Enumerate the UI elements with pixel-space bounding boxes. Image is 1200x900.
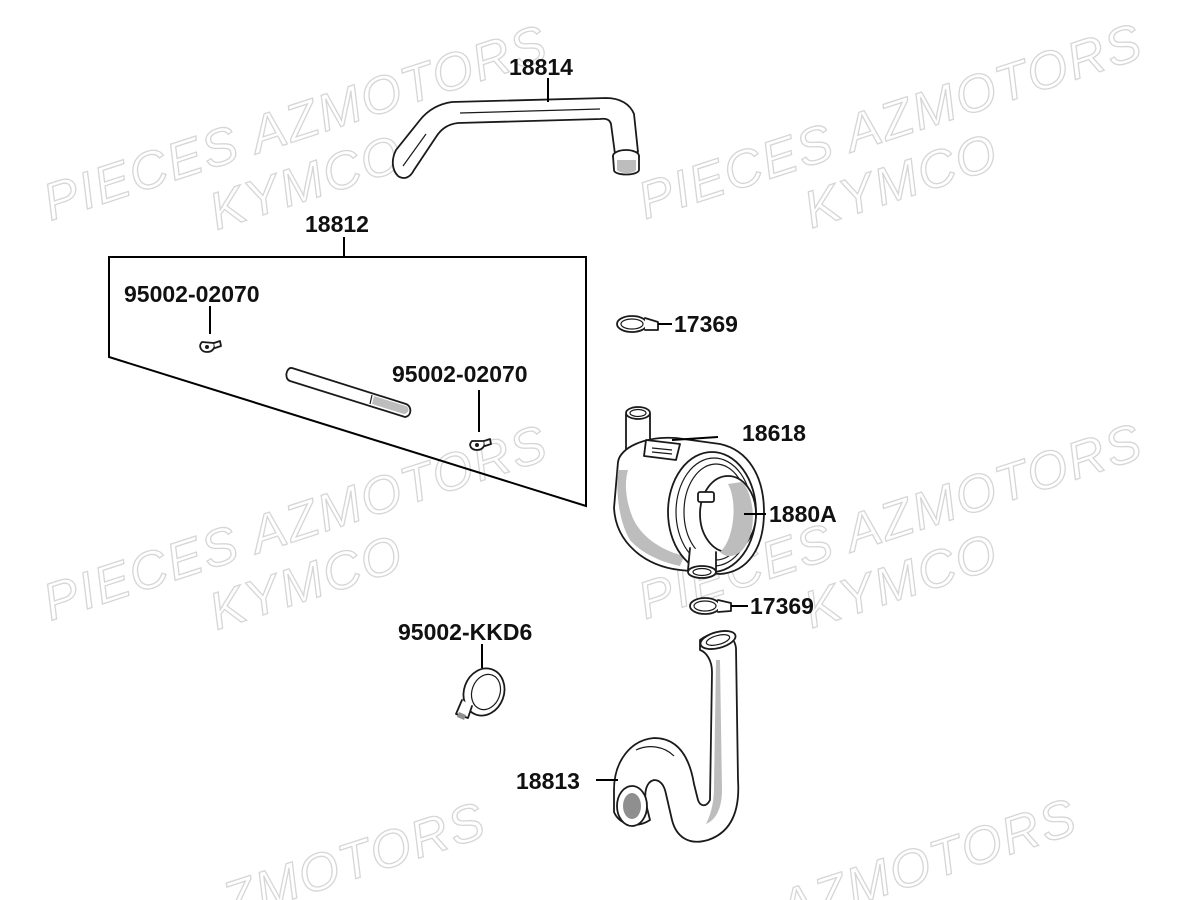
watermark-text: AZMOTORS: [769, 788, 1084, 900]
tube-in-kit: [285, 367, 412, 418]
kit-18812-frame: [108, 237, 587, 508]
part-label-95002-KKD6: 95002-KKD6: [398, 619, 532, 645]
clip-95002-02070-left: [199, 340, 222, 353]
part-label-95002-02070: 95002-02070: [124, 281, 260, 307]
leader-line: [671, 436, 719, 441]
part-label-18814: 18814: [509, 54, 573, 80]
hose-18813: [613, 630, 740, 843]
watermark-text: ZMOTORS: [214, 791, 494, 900]
part-label-18812: 18812: [305, 211, 369, 237]
hose-clamp-95002-KKD6: [455, 667, 506, 720]
part-label-95002-02070: 95002-02070: [392, 361, 528, 387]
part-label-18618: 18618: [742, 420, 806, 446]
hose-18814: [391, 97, 640, 179]
clip-95002-02070-right: [469, 438, 492, 451]
clip-17369-lower: [689, 597, 732, 615]
part-label-18813: 18813: [516, 768, 580, 794]
part-label-17369: 17369: [750, 593, 814, 619]
clip-17369-upper: [616, 315, 659, 333]
watermark-layer: PIECES AZMOTORS KYMCO PIECES AZMOTORS KY…: [36, 12, 1151, 900]
part-label-1880A: 1880A: [769, 501, 837, 527]
part-label-17369: 17369: [674, 311, 738, 337]
air-filter-18618: [613, 406, 765, 579]
